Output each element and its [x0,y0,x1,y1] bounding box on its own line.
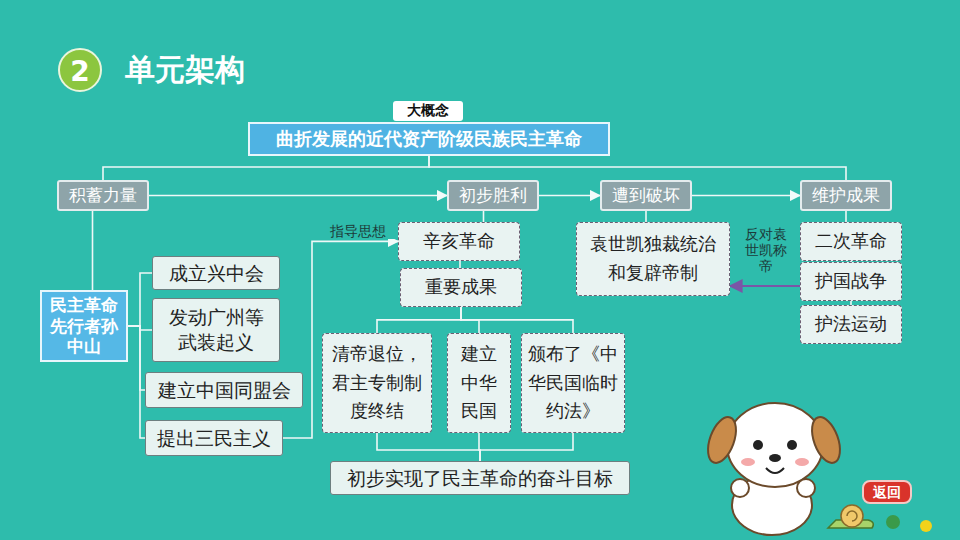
connector [483,211,485,222]
connector [103,156,429,180]
stage-box: 积蓄力量 [57,180,149,211]
node-text: 成立兴中会 [169,261,264,286]
connector [92,211,94,290]
connector [377,433,480,461]
connector [539,195,600,197]
node-text: 护法运动 [815,310,887,339]
result-box: 重要成果 [400,268,522,307]
event-box: 袁世凯独裁统治和复辟帝制 [576,222,730,296]
summary-box: 初步实现了民主革命的奋斗目标 [330,461,630,495]
stage-box: 遭到破坏 [600,180,692,211]
node-text: 初步实现了民主革命的奋斗目标 [347,466,613,491]
connector [128,273,152,326]
event-box: 二次革命 [800,222,902,261]
node-text: 民主革命先行者孙中山 [45,295,123,356]
node-text: 大概念 [407,102,449,120]
event-box: 成立兴中会 [152,256,280,290]
person-box: 民主革命先行者孙中山 [40,290,128,362]
node-text: 袁世凯独裁统治和复辟帝制 [582,230,724,288]
node-text: 曲折发展的近代资产阶级民族民主革命 [276,127,582,151]
connector [459,261,461,268]
connector [480,433,573,461]
event-box: 辛亥革命 [398,222,520,261]
node-text: 护国战争 [815,267,887,296]
connector [730,285,800,287]
concept-tag: 大概念 [393,101,463,121]
result-box: 建立中华民国 [447,333,511,433]
node-text: 建立中华民国 [453,340,505,426]
puppy-illustration [703,403,846,535]
node-text: 颁布了《中华民国临时约法》 [527,340,619,426]
event-box: 护法运动 [800,305,902,344]
node-text: 积蓄力量 [69,184,137,207]
back-button: 返回 [862,480,912,504]
node-text: 遭到破坏 [612,184,680,207]
node-text: 初步胜利 [459,184,527,207]
connector [128,326,145,390]
node-text: 辛亥革命 [423,227,495,256]
event-box: 提出三民主义 [145,420,283,456]
node-text: 清帝退位，君主专制制度终结 [328,340,426,426]
connector [692,195,800,197]
edge-label: 指导思想 [320,223,396,239]
node-text: 重要成果 [425,273,497,302]
stage-box: 初步胜利 [447,180,539,211]
event-box: 建立中国同盟会 [145,372,303,408]
event-box: 护国战争 [800,262,902,301]
node-text: 提出三民主义 [157,426,271,451]
node-text: 维护成果 [812,184,880,207]
connector [845,211,847,222]
snail-illustration [828,505,932,532]
stage-box: 维护成果 [800,180,892,211]
connector [128,326,145,438]
node-text: 二次革命 [815,227,887,256]
result-box: 颁布了《中华民国临时约法》 [521,333,625,433]
connector [461,307,573,333]
connector [149,195,447,197]
page-title: 单元架构 [125,50,245,91]
node-text: 发动广州等武装起义 [161,305,271,354]
connector [645,211,647,222]
edge-label: 反对袁世凯称帝 [744,226,788,274]
connector [429,156,846,180]
result-box: 清帝退位，君主专制制度终结 [322,333,432,433]
concept-box: 曲折发展的近代资产阶级民族民主革命 [248,122,610,156]
event-box: 发动广州等武装起义 [152,298,280,362]
section-number: 2 [58,48,102,92]
node-text: 建立中国同盟会 [158,378,291,403]
connector [377,307,461,333]
